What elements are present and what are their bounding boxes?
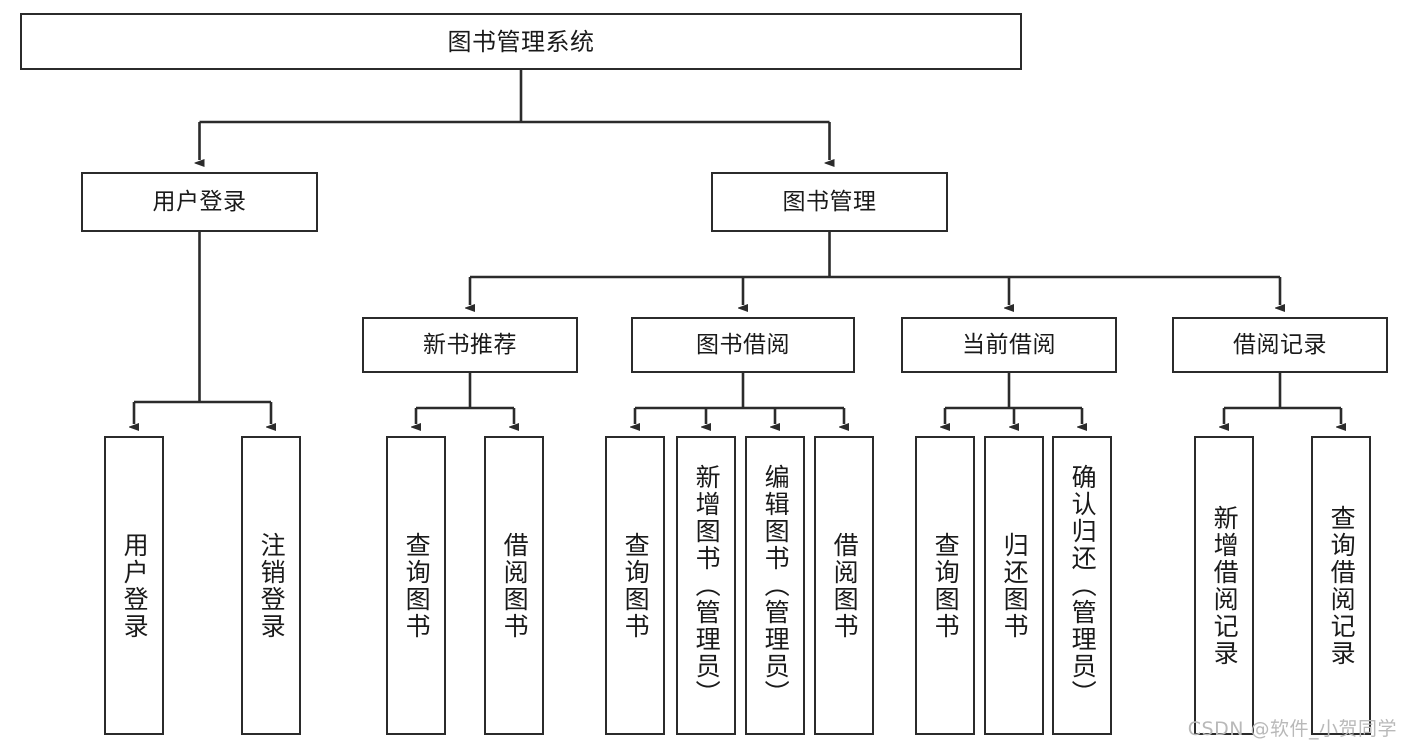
node-label: 查询图书 <box>402 531 432 640</box>
node-book-manage[interactable]: 图书管理 <box>711 172 948 232</box>
csdn-watermark: CSDN @软件_小贺同学 <box>1187 718 1397 740</box>
node-label: 当前借阅 <box>962 331 1056 358</box>
node-label: 查询图书 <box>621 531 651 640</box>
node-label: 新书推荐 <box>423 331 517 358</box>
node-label: 查询借阅记录 <box>1327 504 1357 667</box>
leaf-leaf-rec-query-book[interactable]: 查询图书 <box>386 436 446 735</box>
leaf-leaf-borrow-add-book[interactable]: 新增图书（管理员） <box>676 436 736 735</box>
node-label: 图书借阅 <box>696 331 790 358</box>
node-label: 确认归还（管理员） <box>1068 464 1098 707</box>
node-label: 新增借阅记录 <box>1210 504 1240 667</box>
leaf-leaf-record-query[interactable]: 查询借阅记录 <box>1311 436 1371 735</box>
node-label: 用户登录 <box>152 188 247 215</box>
leaf-leaf-borrow-borrow-book[interactable]: 借阅图书 <box>814 436 874 735</box>
node-user-login[interactable]: 用户登录 <box>81 172 318 232</box>
leaf-leaf-record-add[interactable]: 新增借阅记录 <box>1194 436 1254 735</box>
node-root[interactable]: 图书管理系统 <box>20 13 1022 70</box>
node-label: 借阅记录 <box>1233 331 1327 358</box>
node-label: 用户登录 <box>120 531 150 640</box>
leaf-leaf-current-query-book[interactable]: 查询图书 <box>915 436 975 735</box>
node-label: 借阅图书 <box>500 531 530 640</box>
node-label: 图书管理系统 <box>447 27 595 56</box>
node-label: 编辑图书（管理员） <box>761 464 791 707</box>
node-label: 图书管理 <box>782 188 877 215</box>
leaf-leaf-user-login[interactable]: 用户登录 <box>104 436 164 735</box>
leaf-leaf-current-confirm-return[interactable]: 确认归还（管理员） <box>1052 436 1112 735</box>
node-book-borrow[interactable]: 图书借阅 <box>631 317 855 373</box>
leaf-leaf-rec-borrow-book[interactable]: 借阅图书 <box>484 436 544 735</box>
leaf-leaf-user-logout[interactable]: 注销登录 <box>241 436 301 735</box>
node-current-borrow[interactable]: 当前借阅 <box>901 317 1117 373</box>
leaf-leaf-borrow-query-book[interactable]: 查询图书 <box>605 436 665 735</box>
node-label: 归还图书 <box>1000 531 1030 640</box>
leaf-leaf-borrow-edit-book[interactable]: 编辑图书（管理员） <box>745 436 805 735</box>
leaf-leaf-current-return-book[interactable]: 归还图书 <box>984 436 1044 735</box>
node-label: 新增图书（管理员） <box>692 464 722 707</box>
node-label: 查询图书 <box>931 531 961 640</box>
node-label: 注销登录 <box>257 531 287 640</box>
node-borrow-record[interactable]: 借阅记录 <box>1172 317 1388 373</box>
node-label: 借阅图书 <box>830 531 860 640</box>
node-new-book-rec[interactable]: 新书推荐 <box>362 317 578 373</box>
